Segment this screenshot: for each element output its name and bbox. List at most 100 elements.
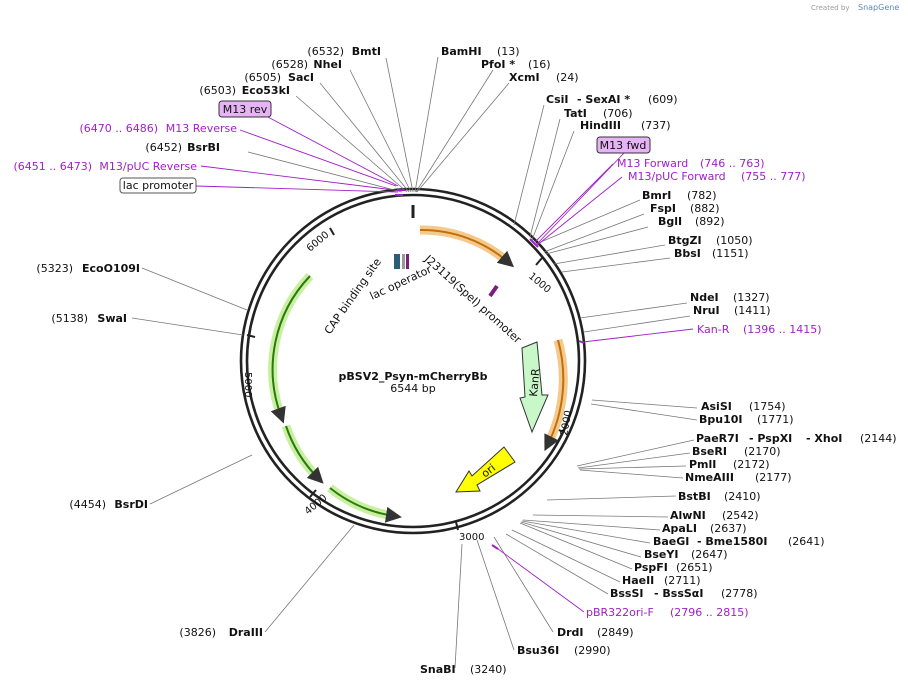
enzyme-bstbi-name[interactable]: BstBI: [678, 490, 711, 503]
m13-fwd-box-label: M13 fwd: [600, 139, 647, 152]
m13-rev-box-label: M13 rev: [223, 103, 268, 116]
enzyme-bgli-pos: (892): [695, 215, 725, 228]
enzyme-hindiii-name[interactable]: HindIII: [580, 119, 621, 132]
enzyme-baegi-name[interactable]: BaeGI: [653, 535, 689, 548]
credit-text: Created by: [811, 4, 850, 12]
enzyme-nrui-name[interactable]: NruI: [693, 304, 720, 317]
kanr-arrow[interactable]: [519, 341, 549, 434]
feature-green-3-band[interactable]: [327, 484, 395, 521]
enzyme-fspi-pos: (882): [690, 202, 720, 215]
enzyme-csii-name[interactable]: CsiI: [546, 93, 568, 106]
enzyme-eco53ki-name[interactable]: Eco53kI: [242, 84, 290, 97]
enzyme-bpu10i-name[interactable]: Bpu10I: [699, 413, 743, 426]
enzyme-labels-right: BamHI (13) PfoI * (16) XcmI (24) CsiI - …: [420, 45, 897, 676]
backbone-outer-ring: [239, 187, 587, 535]
enzyme-leader-lines: [131, 56, 698, 669]
primer-m13-forward-name[interactable]: M13 Forward: [617, 157, 688, 170]
enzyme-bpu10i-pos: (1771): [757, 413, 794, 426]
feature-green-2-band[interactable]: [281, 424, 322, 482]
enzyme-bsrdi-pos: (4454): [69, 498, 106, 511]
enzyme-bgli-name[interactable]: BglI: [658, 215, 682, 228]
enzyme-bbsi-name[interactable]: BbsI: [674, 247, 701, 260]
m13-fwd-box[interactable]: [596, 136, 651, 154]
enzyme-xcmi-name[interactable]: XcmI: [509, 71, 540, 84]
enzyme-swai-pos: (5138): [51, 312, 88, 325]
enzyme-bsrdi-name[interactable]: BsrDI: [114, 498, 148, 511]
enzyme-fspi-name[interactable]: FspI: [650, 202, 676, 215]
kanr-label: KanR: [527, 368, 542, 398]
feature-j23119-block[interactable]: [406, 254, 409, 269]
feature-cap-binding-block[interactable]: [394, 254, 400, 269]
enzyme-paer7i-name3[interactable]: - XhoI: [806, 432, 842, 445]
enzyme-csii-name2[interactable]: - SexAI *: [577, 93, 630, 106]
enzyme-btgzi-name[interactable]: BtgZI: [668, 234, 702, 247]
enzyme-pfoi-name[interactable]: PfoI *: [481, 58, 515, 71]
enzyme-paer7i-pos: (2144): [860, 432, 897, 445]
enzyme-bseri-name[interactable]: BseRI: [692, 445, 727, 458]
enzyme-asisi-name[interactable]: AsiSI: [701, 400, 732, 413]
enzyme-ecoo109i-name[interactable]: EcoO109I: [82, 262, 140, 275]
enzyme-pmli-name[interactable]: PmlI: [689, 458, 716, 471]
enzyme-draiii-name[interactable]: DraIII: [229, 626, 263, 639]
enzyme-drdi-pos: (2849): [597, 626, 634, 639]
m13-rev-box[interactable]: [218, 100, 272, 118]
feature-green-1-band[interactable]: [268, 272, 314, 418]
enzyme-bmti-name[interactable]: BmtI: [352, 45, 381, 58]
enzyme-nhei-pos: (6528): [271, 58, 308, 71]
primer-m13puc-reverse-range: (6451 .. 6473): [13, 160, 92, 173]
enzyme-paer7i-name2[interactable]: - PspXI: [749, 432, 792, 445]
tick-label-3000: 3000: [459, 532, 484, 543]
primer-pbr322ori-name[interactable]: pBR322ori-F: [586, 606, 654, 619]
enzyme-drdi-name[interactable]: DrdI: [557, 626, 584, 639]
primer-m13-reverse-name[interactable]: M13 Reverse: [166, 122, 237, 135]
lac-promoter-box[interactable]: [119, 177, 197, 194]
enzyme-haeii-name[interactable]: HaeII: [622, 574, 654, 587]
primer-m13puc-reverse-name[interactable]: M13/pUC Reverse: [99, 160, 197, 173]
enzyme-paer7i-name[interactable]: PaeR7I: [696, 432, 739, 445]
enzyme-nmeaiii-name[interactable]: NmeAIII: [685, 471, 734, 484]
enzyme-bsssi-name2[interactable]: - BssSαI: [654, 587, 703, 600]
enzyme-swai-name[interactable]: SwaI: [97, 312, 127, 325]
enzyme-bmri-name[interactable]: BmrI: [642, 189, 671, 202]
enzyme-nhei-name[interactable]: NheI: [313, 58, 342, 71]
enzyme-pfoi-pos: (16): [528, 58, 551, 71]
credit-brand[interactable]: SnapGene: [858, 3, 899, 12]
enzyme-bsu36i-name[interactable]: Bsu36I: [517, 644, 559, 657]
enzyme-labels-left: (6532) BmtI (6528) NheI (6505) SacI (650…: [36, 45, 381, 639]
enzyme-alwni-name[interactable]: AlwNI: [670, 509, 706, 522]
enzyme-eco53ki-pos: (6503): [199, 84, 236, 97]
enzyme-baegi-name2[interactable]: - Bme1580I: [697, 535, 767, 548]
enzyme-snabi-pos: (3240): [470, 663, 507, 676]
enzyme-alwni-pos: (2542): [722, 509, 759, 522]
enzyme-nmeaiii-pos: (2177): [755, 471, 792, 484]
feature-lac-operator-block[interactable]: [402, 254, 405, 269]
enzyme-bsrbi-name[interactable]: BsrBI: [187, 141, 220, 154]
enzyme-snabi-name[interactable]: SnaBI: [420, 663, 456, 676]
enzyme-saci-name[interactable]: SacI: [288, 71, 314, 84]
enzyme-bsrbi-pos: (6452): [145, 141, 182, 154]
feature-speI-mark: [488, 284, 499, 298]
feature-kan-region-arrow: [544, 339, 565, 452]
enzyme-saci-pos: (6505): [244, 71, 281, 84]
enzyme-bamhi-name[interactable]: BamHI: [441, 45, 482, 58]
feature-green-3-arrow: [329, 487, 402, 523]
enzyme-haeii-pos: (2711): [664, 574, 701, 587]
enzyme-bseyi-name[interactable]: BseYI: [644, 548, 678, 561]
j23119-label: J23119(SpeI) promoter: [421, 252, 524, 347]
enzyme-pspfi-name[interactable]: PspFI: [634, 561, 668, 574]
primer-m13-forward-range: (746 .. 763): [700, 157, 765, 170]
primer-m13-reverse-range: (6470 .. 6486): [79, 122, 158, 135]
enzyme-tati-name[interactable]: TatI: [564, 107, 587, 120]
plasmid-name: pBSV2_Psyn-mCherryBb: [339, 370, 488, 383]
enzyme-apali-name[interactable]: ApaLI: [662, 522, 697, 535]
enzyme-pmli-pos: (2172): [733, 458, 770, 471]
enzyme-ndei-name[interactable]: NdeI: [690, 291, 719, 304]
enzyme-bsssi-name[interactable]: BssSI: [610, 587, 644, 600]
primer-kanr-name[interactable]: Kan-R: [697, 323, 730, 336]
ori-arrow[interactable]: [455, 446, 516, 493]
primer-m13puc-forward-range: (755 .. 777): [741, 170, 806, 183]
primer-m13puc-forward-name[interactable]: M13/pUC Forward: [628, 170, 726, 183]
enzyme-asisi-pos: (1754): [749, 400, 786, 413]
